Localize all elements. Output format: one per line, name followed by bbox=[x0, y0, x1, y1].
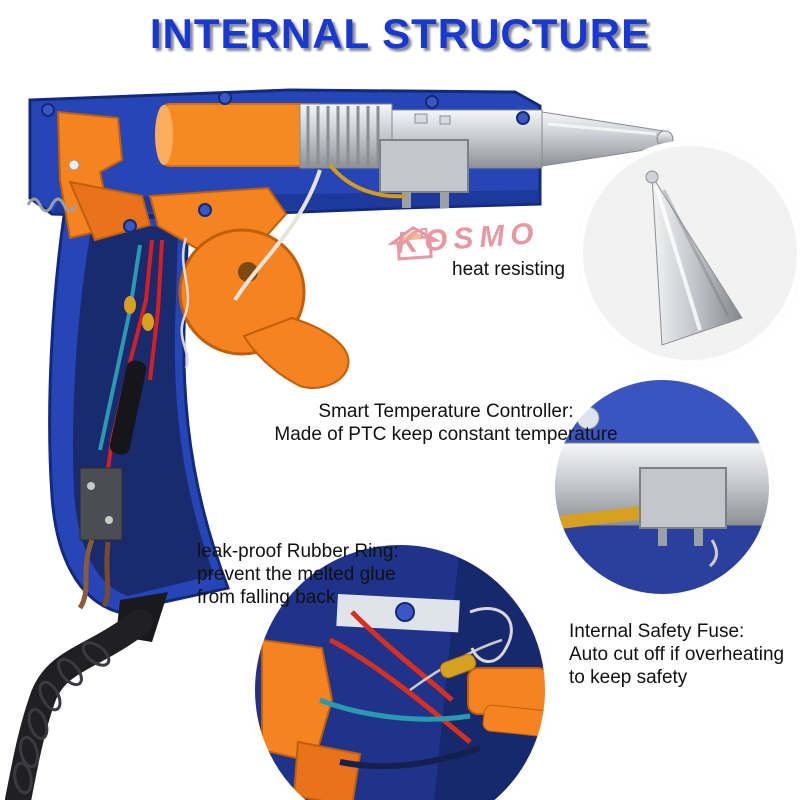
callout-circle-nozzle bbox=[577, 140, 800, 366]
label-temperature-controller: Smart Temperature Controller: Made of PT… bbox=[250, 400, 642, 446]
trigger-lever bbox=[242, 316, 350, 389]
clamp-closeup bbox=[639, 467, 727, 529]
fuse-bead bbox=[142, 313, 154, 331]
label-rubber-ring: leak-proof Rubber Ring: prevent the melt… bbox=[197, 540, 399, 610]
power-cord bbox=[5, 592, 168, 800]
label-safety-fuse-line1: Internal Safety Fuse: bbox=[569, 621, 745, 642]
fuse-bead bbox=[124, 296, 136, 314]
nozzle-tip-closeup bbox=[651, 174, 743, 346]
label-rubber-ring-line2: prevent the melted glue bbox=[197, 564, 396, 586]
ptc-component bbox=[109, 360, 147, 455]
feed-spring bbox=[26, 197, 78, 213]
label-safety-fuse-line3: to keep safety bbox=[569, 667, 688, 689]
threaded-collar bbox=[299, 103, 393, 169]
heater-clamp bbox=[328, 139, 469, 208]
page-title: INTERNAL STRUCTURE bbox=[149, 10, 651, 57]
element-wire bbox=[233, 169, 322, 302]
orange-part-left bbox=[261, 638, 334, 764]
body-screws bbox=[41, 91, 530, 233]
label-temperature-controller-line2: Made of PTC keep constant temperature bbox=[274, 424, 618, 446]
heater-gold-wire bbox=[328, 163, 406, 199]
label-rubber-ring-line1: leak-proof Rubber Ring: bbox=[197, 541, 399, 562]
safety-fuse-closeup bbox=[439, 653, 477, 679]
label-safety-fuse: Internal Safety Fuse: Auto cut off if ov… bbox=[569, 620, 797, 690]
spring-wire bbox=[180, 237, 190, 369]
nozzle bbox=[541, 111, 674, 167]
handle-wiring bbox=[77, 239, 164, 610]
label-heat-resisting: heat resisting bbox=[452, 259, 566, 280]
label-temperature-controller-line1: Smart Temperature Controller: bbox=[318, 401, 574, 422]
glue-gun-cutaway bbox=[5, 88, 674, 800]
terminal-block bbox=[79, 467, 123, 541]
label-rubber-ring-line3: from falling back bbox=[197, 587, 336, 609]
callout-circle-controller bbox=[549, 374, 775, 600]
label-safety-fuse-line2: Auto cut off if overheating bbox=[569, 644, 785, 666]
callout-circle-fuse bbox=[249, 539, 551, 800]
